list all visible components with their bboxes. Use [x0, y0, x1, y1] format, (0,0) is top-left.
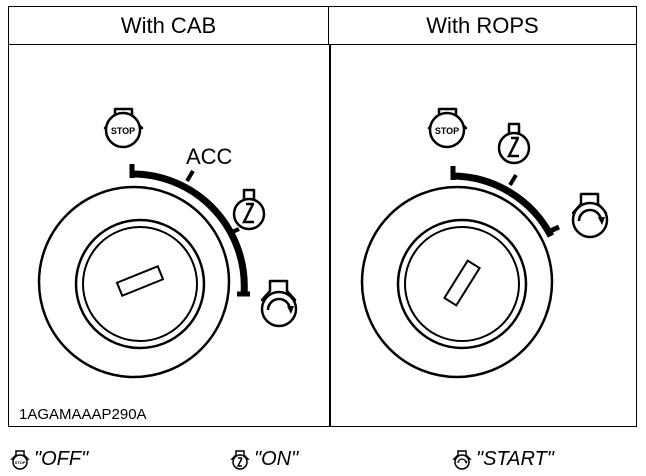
on-icon [497, 122, 531, 165]
stop-icon-label: STOP [435, 126, 459, 136]
header-with-rops: With ROPS [329, 7, 636, 45]
cab-key-switch-diagram: STOP ACC [37, 107, 298, 379]
stop-icon-label: STOP [111, 126, 135, 136]
stop-icon: STOP [10, 449, 30, 470]
key-cylinder [37, 185, 231, 379]
figure-frame: With CAB With ROPS 1AGAMAAAP290A [8, 6, 637, 427]
legend-on: "ON" [230, 448, 298, 471]
stop-icon: STOP [427, 107, 468, 149]
start-icon [260, 279, 298, 328]
on-icon [232, 188, 266, 231]
legend-off-label: "OFF" [34, 448, 89, 470]
stop-icon: STOP [103, 107, 144, 149]
position-arc [131, 170, 248, 295]
legend-start: "START" [452, 448, 554, 471]
legend-on-label: "ON" [254, 448, 299, 470]
stop-icon-label: STOP [15, 460, 26, 465]
column-divider [329, 45, 331, 426]
acc-label: ACC [186, 144, 233, 169]
rops-key-switch-diagram: STOP [360, 107, 609, 379]
start-icon [571, 192, 609, 239]
figure-id: 1AGAMAAAP290A [19, 406, 147, 423]
header-with-cab: With CAB [9, 7, 329, 45]
legend-start-label: "START" [476, 448, 554, 470]
start-icon [452, 449, 472, 470]
key-slot [443, 259, 481, 307]
key-slot [115, 264, 165, 298]
key-cylinder [360, 185, 554, 379]
legend-off: STOP "OFF" [10, 448, 88, 471]
on-icon [230, 449, 250, 470]
position-arc [452, 172, 555, 238]
